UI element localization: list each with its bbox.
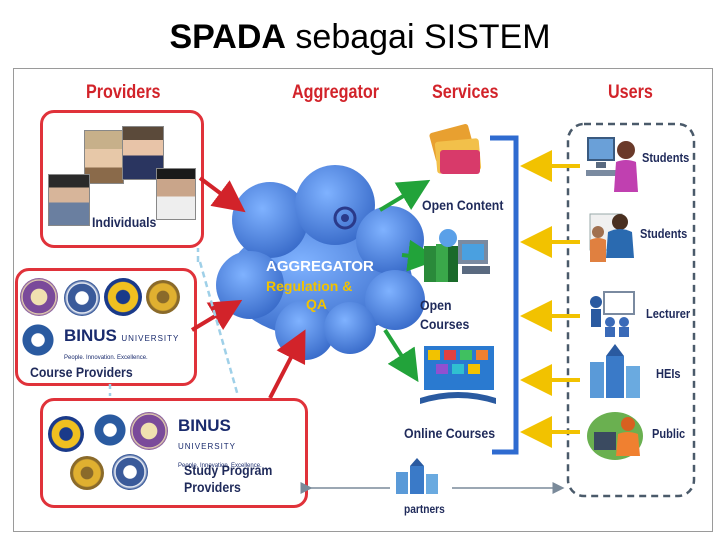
services-bracket [490,135,519,455]
arrow-course-providers-to-aggregator [190,299,243,332]
university-seal-icon [146,280,180,314]
open-content-icon [429,124,482,174]
student-at-computer-icon [586,137,638,192]
open-courses-icon [424,229,490,282]
label-user-students: Students [640,226,688,241]
university-seal-icon [70,456,104,490]
aggregator-logo-icon [333,206,357,230]
partners-icon [396,458,438,494]
label-study-program-l2: Providers [184,479,241,495]
label-course-providers: Course Providers [30,364,133,380]
lecturer-icon [590,291,635,337]
university-seal-icon [64,280,100,316]
aggregator-regulation: Regulation & [266,278,353,294]
label-study-program-l1: Study Program [184,462,273,478]
university-seal-icon [112,454,148,490]
binus-logo-text: BINUS [64,326,117,345]
header-users: Users [608,82,653,103]
public-user-icon [587,412,643,460]
label-user-students: Students [642,150,690,165]
label-user-public: Public [652,426,686,441]
label-open-content: Open Content [422,197,504,213]
label-individuals: Individuals [92,214,157,230]
arrow-individuals-to-aggregator [198,176,246,213]
university-seal-icon [104,278,142,316]
label-partners: partners [404,502,445,516]
label-user-lecturer: Lecturer [646,306,691,321]
university-seal-icon [20,322,56,358]
label-open-courses-l2: Courses [420,316,470,332]
header-services: Services [432,82,499,103]
header-providers: Providers [86,82,161,103]
binus-logo-tagline: People. Innovation. Excellence. [178,463,262,469]
person-photo [156,168,196,220]
header-aggregator: Aggregator [292,82,380,103]
university-seal-icon [20,278,58,316]
online-courses-icon [420,346,496,404]
aggregator-cloud [216,165,425,360]
university-seal-icon [48,416,84,452]
binus-logo: BINUS UNIVERSITY People. Innovation. Exc… [178,416,290,469]
aggregator-qa: QA [306,296,327,312]
dashed-link [198,261,240,397]
arrow-study-program-to-aggregator [268,329,306,399]
heis-building-icon [590,344,640,398]
page-title: SPADA sebagai SISTEM [0,18,720,57]
binus-logo-sub: UNIVERSITY [178,442,237,451]
binus-logo: BINUS UNIVERSITY People. Innovation. Exc… [64,326,180,362]
users-group [566,122,696,498]
title-rest: sebagai SISTEM [285,18,551,56]
university-seal-icon [92,412,128,448]
university-seal-icon [130,412,168,450]
label-open-courses-l1: Open [420,297,452,313]
person-photo [48,174,90,226]
binus-logo-sub: UNIVERSITY [121,334,180,343]
binus-logo-tagline: People. Innovation. Excellence. [64,355,148,361]
title-spada: SPADA [169,18,286,56]
label-user-heis: HEIs [656,366,681,381]
aggregator-title: AGGREGATOR [266,258,374,275]
student-group-icon [589,213,634,262]
arrow-aggregator-to-online-courses [383,328,419,383]
arrow-aggregator-to-open-courses [401,239,440,272]
binus-logo-text: BINUS [178,416,231,435]
arrow-aggregator-to-open-content [378,179,431,212]
label-online-courses: Online Courses [404,425,496,441]
